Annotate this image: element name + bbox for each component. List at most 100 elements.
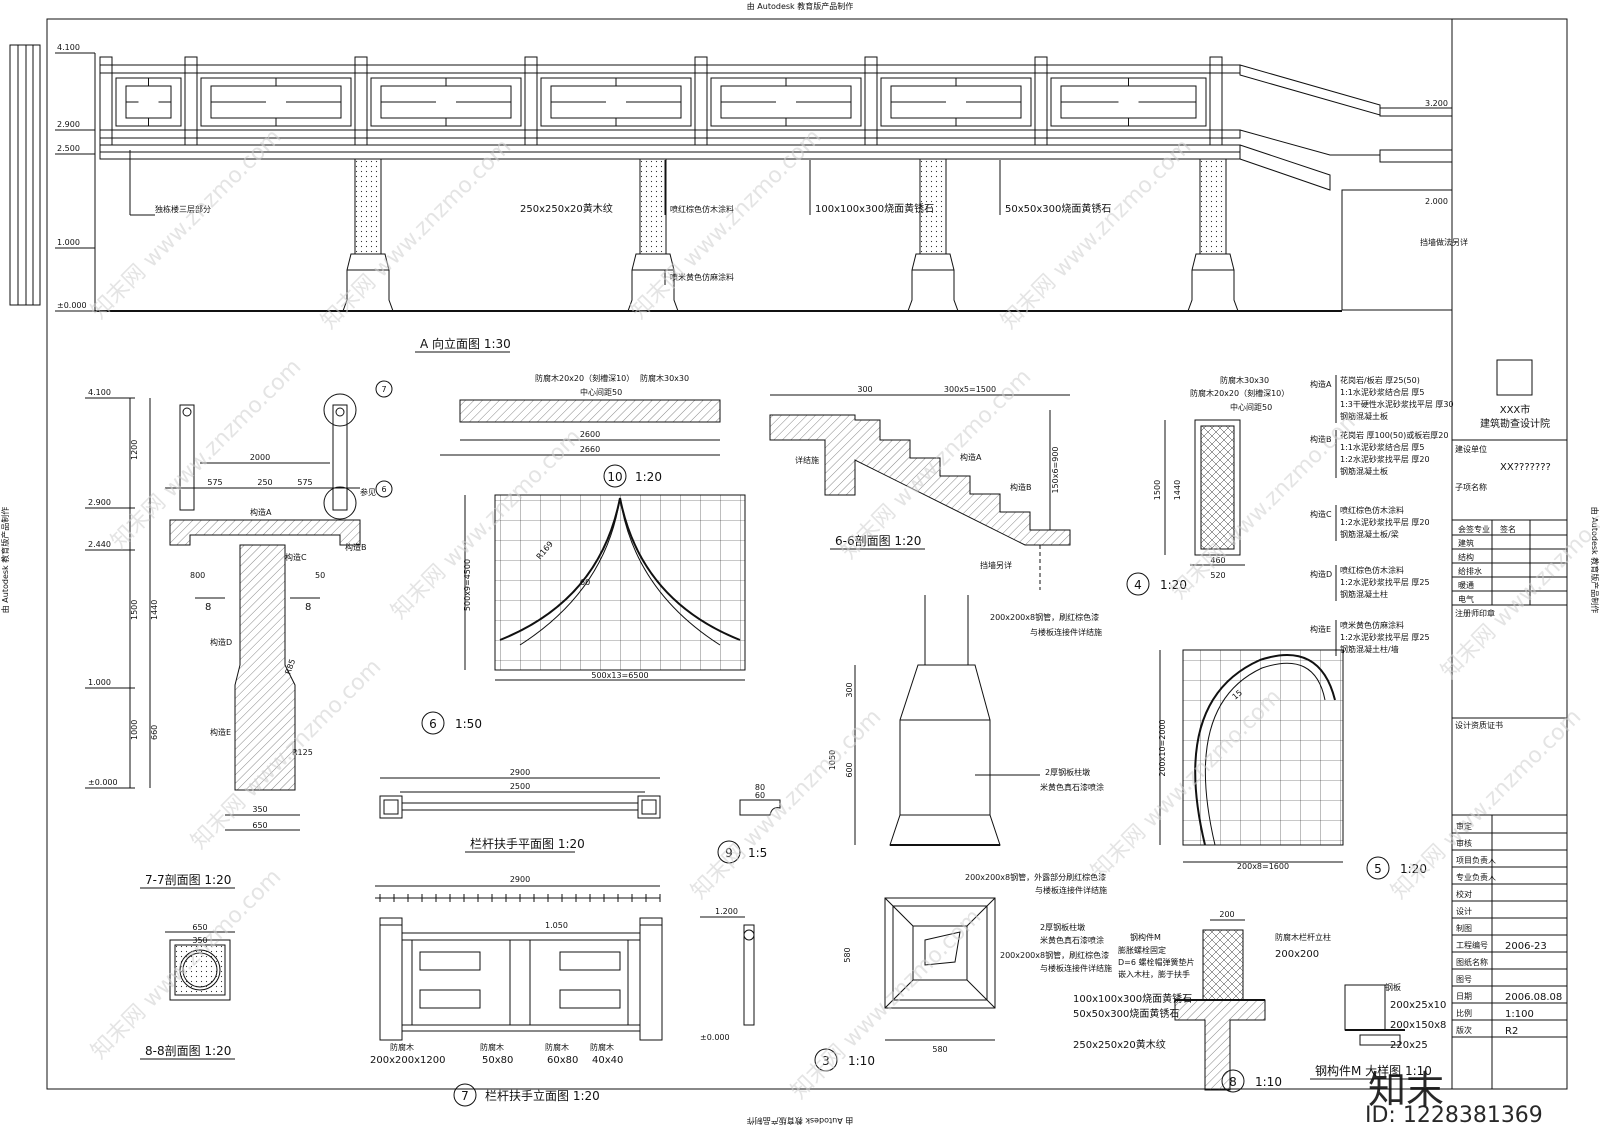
rail-infill-panel: [559, 989, 621, 1009]
rail-dim-2900: 2900: [510, 875, 530, 884]
elev-note-7: 挡墙做法另详: [1420, 237, 1468, 247]
d4-label-1: 防腐木30x30: [1220, 375, 1269, 385]
tb-staff-value: 2006.08.08: [1505, 992, 1562, 1003]
tb-row-label: 暖通: [1458, 580, 1474, 590]
watermark-text: 知末网 www.znzmo.com: [87, 864, 287, 1064]
elev-note-6: 喷米黄色仿麻涂料: [670, 272, 734, 282]
dm-label-4: 220x25: [1390, 1040, 1428, 1051]
s77-vdim-4: 1000: [130, 720, 139, 740]
s77-level-2: 2.900: [88, 498, 111, 507]
d4-label-3: 中心间距50: [1230, 402, 1272, 412]
d10-num: 10: [607, 470, 622, 484]
d6-num: 6: [429, 717, 437, 731]
right-edge-note: 由 Autodesk 教育版产品制作: [1590, 507, 1600, 613]
detail-4: 防腐木30x30 防腐木20x20（刻槽深10） 中心间距50 1500 144…: [1126, 375, 1289, 596]
section-6-6: 300 300x5=1500 构造A 构造B 详结施 挡墙另详 150x6=90…: [769, 385, 1071, 590]
sheet-border: [46, 18, 1568, 1090]
detail-10: 防腐木20x20（刻槽深10） 防腐木30x30 中心间距50 2600 266…: [440, 373, 721, 488]
rail-infill-panel: [559, 951, 621, 971]
title-block: XXX市 建筑勘查设计院 建设单位 XX??????? 子项名称 会签专业建筑结…: [1452, 359, 1567, 1089]
d8-label-9: 250x250x20黄木纹: [1073, 1038, 1166, 1051]
elev-level-3: 2.500: [57, 144, 80, 153]
elev-rail-post: [694, 56, 708, 146]
d8-dim-200: 200: [1219, 910, 1234, 919]
elev-column: [342, 158, 394, 312]
tb-company-city: XXX市: [1500, 403, 1531, 416]
s77-dim-800b: 50: [315, 571, 325, 580]
tb-subproject-label: 子项名称: [1455, 482, 1487, 492]
s77-level-4: 1.000: [88, 678, 111, 687]
post-vdim-2: 600: [845, 762, 854, 777]
watermark-text: 知末网 www.znzmo.com: [997, 134, 1197, 334]
dm-label-1: 钢板: [1385, 982, 1401, 992]
tb-staff-label: 校对: [1456, 889, 1472, 899]
note-line: 钢筋混凝土柱/墙: [1340, 644, 1399, 654]
d5-num: 5: [1374, 862, 1382, 876]
note-line: 花岗岩/板岩 厚25(50): [1340, 375, 1420, 385]
s77-label-e: 构造E: [210, 727, 231, 737]
plan-title: 栏杆扶手平面图 1:20: [470, 836, 585, 851]
post-label-5: 200x200x8钢管，外露部分刷红棕色漆: [965, 872, 1106, 882]
d8-label-5: 防腐木栏杆立柱: [1275, 932, 1331, 942]
s66-dim-2: 300x5=1500: [944, 385, 996, 394]
s88-dim-350: 350: [192, 936, 207, 945]
tb-staff-label: 设计: [1456, 906, 1472, 916]
plan-dim-2900: 2900: [510, 768, 530, 777]
d10-dim-1: 2600: [580, 430, 600, 439]
note-key: 构造E: [1310, 624, 1331, 634]
d8-label-3: D=6 螺栓帽弹簧垫片: [1118, 957, 1195, 967]
note-line: 喷红棕色仿木涂料: [1340, 565, 1404, 575]
note-line: 钢筋混凝土柱: [1340, 589, 1388, 599]
note-line: 1:2水泥砂浆找平层 厚25: [1340, 632, 1430, 642]
note-line: 喷米黄色仿麻涂料: [1340, 620, 1404, 630]
s66-label-b: 构造B: [1010, 482, 1032, 492]
tb-row-label: 结构: [1458, 552, 1474, 562]
elev-level-2: 2.900: [57, 120, 80, 129]
dm-title: 钢构件M 大样图 1:10: [1315, 1063, 1432, 1078]
s77-dim-2: 575: [207, 478, 222, 487]
d8-label-6: 200x200: [1275, 949, 1319, 960]
d8-label-8: 50x50x300烧面黄锈石: [1073, 1007, 1179, 1020]
s66-label-d: 挡墙另详: [980, 560, 1012, 570]
s88-title: 8-8剖面图 1:20: [145, 1044, 231, 1058]
elev-rail-post: [184, 56, 198, 146]
rail-num: 7: [461, 1089, 469, 1103]
elev-note-2: 250x250x20黄木纹: [520, 202, 613, 215]
watermark-text: 知末网 www.znzmo.com: [317, 134, 517, 334]
d8-label-4: 嵌入木柱，膨于扶手: [1118, 969, 1190, 979]
post-vdim-3: 1050: [828, 750, 837, 770]
d6-60: 60: [580, 578, 590, 587]
s77-r125: R125: [292, 748, 313, 757]
s77-dim-4: 575: [297, 478, 312, 487]
rail-label-4: 50x80: [482, 1055, 513, 1066]
detail-m: 钢板 200x25x10 200x150x8 220x25 钢构件M 大样图 1…: [1310, 982, 1446, 1080]
rail-plan: 2900 2500 栏杆扶手平面图 1:20: [379, 768, 661, 853]
d3-dim-580v: 580: [843, 947, 852, 962]
d3-label-3: 200x200x8钢管，刷红棕色漆: [1000, 950, 1109, 960]
s77-level-1: 4.100: [88, 388, 111, 397]
s77-title: 7-7剖面图 1:20: [145, 873, 231, 887]
tb-staff-label: 审核: [1456, 838, 1472, 848]
tb-staff-label: 图纸名称: [1456, 957, 1488, 967]
note-line: 1:1水泥砂浆结合层 厚5: [1340, 387, 1425, 397]
detail-3: 580 580 2厚钢板柱墩 米黄色真石漆喷涂 200x200x8钢管，刷红棕色…: [814, 897, 1112, 1072]
elev-rail-post: [99, 56, 113, 146]
elev-right-level-1: 3.200: [1425, 99, 1448, 108]
d3-label-1: 2厚钢板柱墩: [1040, 922, 1085, 932]
rail-infill-panel: [419, 951, 481, 971]
s66-label-c: 详结施: [795, 455, 819, 465]
note-line: 1:2水泥砂浆找平层 厚20: [1340, 517, 1430, 527]
s77-ref-6: 6: [381, 485, 386, 494]
elev-column: [1187, 158, 1239, 312]
logo-id: ID: 1228381369: [1365, 1103, 1543, 1128]
d5-dim-h: 200x10=2000: [1158, 719, 1167, 776]
note-line: 钢筋混凝土板/梁: [1340, 529, 1399, 539]
rail-infill-panel: [419, 989, 481, 1009]
post-elevation: 300 600 1050 200x200x8钢管，刷红棕色漆 与楼板连接件详结施…: [828, 595, 1107, 895]
d6-dim-h: 500x9=4500: [463, 559, 472, 611]
plan-dim-2500: 2500: [510, 782, 530, 791]
d4-dim-460: 460: [1210, 556, 1225, 565]
s77-vdim-3: 1440: [150, 600, 159, 620]
d3-num: 3: [822, 1054, 830, 1068]
